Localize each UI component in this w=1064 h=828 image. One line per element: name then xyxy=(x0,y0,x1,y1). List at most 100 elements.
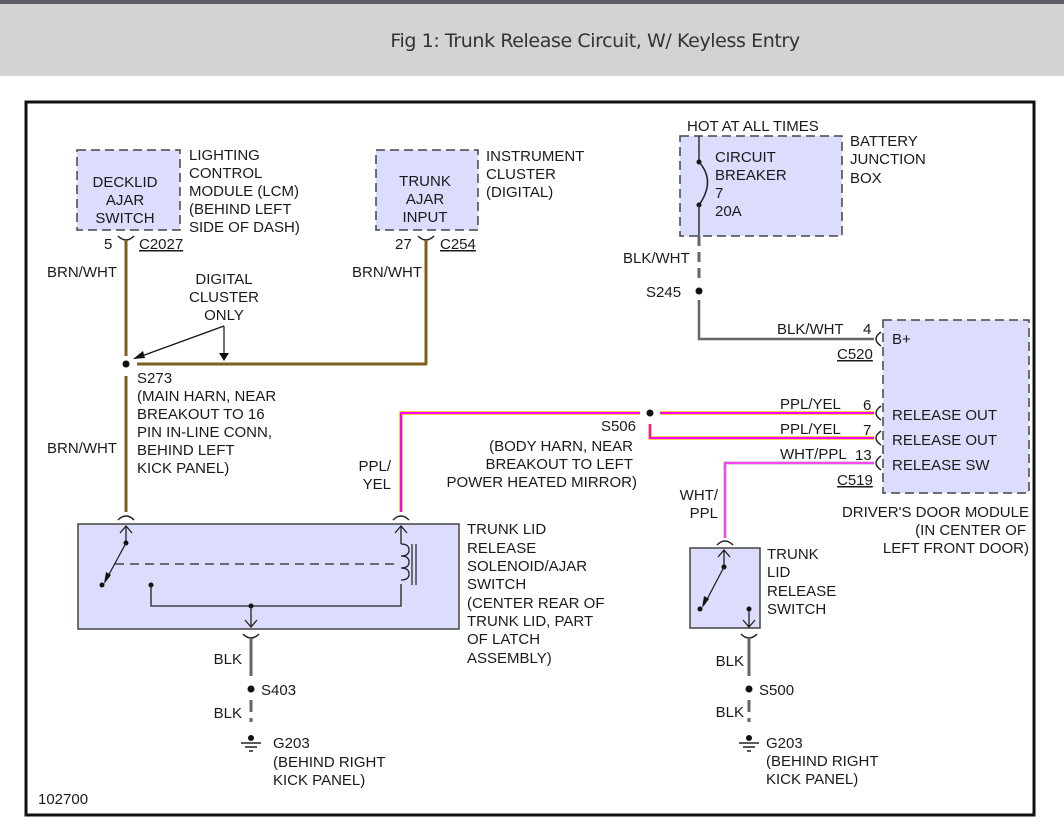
solenoid-desc-4: SWITCH xyxy=(467,576,526,593)
splice-s506-desc-2: BREAKOUT TO LEFT xyxy=(485,456,633,473)
splice-s506-desc-3: POWER HEATED MIRROR) xyxy=(446,474,637,491)
lcm-component: DECKLID AJAR SWITCH LIGHTING CONTROL MOD… xyxy=(76,147,300,253)
wire-label-blk-2: BLK xyxy=(214,705,242,722)
figure-header: Fig 1: Trunk Release Circuit, W/ Keyless… xyxy=(0,4,1064,76)
coil-arrow xyxy=(394,525,408,534)
splice-s403-label: S403 xyxy=(261,682,296,699)
figure-title: Fig 1: Trunk Release Circuit, W/ Keyless… xyxy=(390,30,800,52)
release-switch-component: TRUNK LID RELEASE SWITCH xyxy=(689,540,836,639)
ddm-desc-3: LEFT FRONT DOOR) xyxy=(883,540,1029,557)
connector-c2027-label: C2027 xyxy=(139,236,183,253)
bjb-desc-2: JUNCTION xyxy=(850,151,926,168)
cluster-pin-number: 27 xyxy=(395,236,412,253)
wire-blk-wht-to-ddm xyxy=(697,300,874,341)
ajar-switch-arrow xyxy=(119,525,133,534)
connector-c519-pin6 xyxy=(875,405,882,421)
lcm-box xyxy=(76,149,181,231)
lcm-label-1: DECKLID xyxy=(92,174,157,191)
wire-label-blk-wht-1: BLK/WHT xyxy=(623,250,690,267)
wire-label-wht-ppl-1: WHT/PPL xyxy=(780,446,847,463)
release-switch-out-arrow xyxy=(742,619,756,628)
connector-c519-pin13 xyxy=(875,455,882,471)
ground-g203-right-desc-1: (BEHIND RIGHT xyxy=(766,753,879,770)
diagram-frame xyxy=(24,100,1036,817)
solenoid-connector-right xyxy=(392,515,410,521)
splice-s500-label: S500 xyxy=(759,682,794,699)
ground-g203-left-desc-2: KICK PANEL) xyxy=(273,772,365,789)
ddm-pin-4-label: B+ xyxy=(892,331,911,348)
connector-c254-label: C254 xyxy=(440,236,476,253)
wire-label-wht-ppl-2b: PPL xyxy=(690,505,718,522)
bjb-label-3: 7 xyxy=(715,185,723,202)
release-switch-desc-3: RELEASE xyxy=(767,583,836,600)
splice-s273-label: S273 xyxy=(137,370,172,387)
solenoid-desc-2: RELEASE xyxy=(467,540,536,557)
release-switch-arrow xyxy=(717,549,731,558)
note-arrow-1 xyxy=(138,325,225,358)
note-digital-3: ONLY xyxy=(204,307,244,324)
wire-label-blk-1: BLK xyxy=(214,651,242,668)
splice-s245-label: S245 xyxy=(646,284,681,301)
wire-label-wht-ppl-2a: WHT/ xyxy=(680,487,719,504)
circuit-breaker-icon xyxy=(698,161,709,206)
solenoid-ground-arrow xyxy=(244,619,258,628)
ddm-pin-4-number: 4 xyxy=(863,321,871,338)
cluster-component: TRUNK AJAR INPUT INSTRUMENT CLUSTER (DIG… xyxy=(375,148,584,253)
solenoid-desc-1: TRUNK LID xyxy=(467,521,546,538)
release-switch-connector-top xyxy=(716,540,734,546)
solenoid-desc-8: ASSEMBLY) xyxy=(467,650,552,667)
connector-c520-pin4 xyxy=(875,331,882,347)
splice-s506-label: S506 xyxy=(601,418,636,435)
blk-wht-circuit: BLK/WHT S245 BLK/WHT xyxy=(623,236,874,341)
left-ground-path: BLK S403 BLK G203 (BEHIND RIGHT KICK PAN… xyxy=(214,638,386,789)
cluster-label-2: AJAR xyxy=(406,191,445,208)
wire-label-blk-4: BLK xyxy=(716,704,744,721)
cluster-box xyxy=(375,149,479,231)
ground-g203-left-desc-1: (BEHIND RIGHT xyxy=(273,754,386,771)
lcm-desc-4: (BEHIND LEFT xyxy=(189,201,292,218)
brn-wht-circuit: BRN/WHT BRN/WHT BRN/WHT DIGITAL CLUSTER … xyxy=(47,240,428,512)
wire-label-brn-wht-2: BRN/WHT xyxy=(352,264,422,281)
ground-g203-right-label: G203 xyxy=(766,735,803,752)
bjb-label-2: BREAKER xyxy=(715,167,787,184)
wht-ppl-circuit: WHT/PPL WHT/ PPL xyxy=(680,446,874,538)
connector-c519-label: C519 xyxy=(837,472,873,489)
ajar-switch-blade xyxy=(105,542,127,581)
solenoid-coil-icon xyxy=(400,543,410,581)
splice-s273-desc-3: PIN IN-LINE CONN, xyxy=(137,424,272,441)
ddm-pin-7-label: RELEASE OUT xyxy=(892,432,997,449)
wire-label-ppl-yel-3b: YEL xyxy=(363,476,391,493)
ground-g203-left-label: G203 xyxy=(273,735,310,752)
bjb-component: HOT AT ALL TIMES CIRCUIT BREAKER 7 20A B… xyxy=(679,118,926,237)
bjb-label-4: 20A xyxy=(715,203,742,220)
bjb-desc-3: BOX xyxy=(850,170,882,187)
release-switch-desc-4: SWITCH xyxy=(767,601,826,618)
bjb-desc-1: BATTERY xyxy=(850,133,918,150)
release-switch-desc-2: LID xyxy=(767,564,791,581)
splice-s273-desc-2: BREAKOUT TO 16 xyxy=(137,406,265,423)
lcm-label-2: AJAR xyxy=(106,192,145,209)
ajar-switch-blade-tip xyxy=(104,572,111,584)
ddm-pin-6-label: RELEASE OUT xyxy=(892,407,997,424)
ajar-switch-contact xyxy=(99,582,105,588)
hot-at-all-times-label: HOT AT ALL TIMES xyxy=(687,118,819,135)
cluster-label-3: INPUT xyxy=(403,209,448,226)
solenoid-component: TRUNK LID RELEASE SOLENOID/AJAR SWITCH (… xyxy=(77,515,605,667)
splice-s500-dot xyxy=(745,685,753,693)
wire-ppl-yel-1 xyxy=(400,412,640,512)
ddm-desc-1: DRIVER'S DOOR MODULE xyxy=(842,504,1029,521)
connector-c520-label: C520 xyxy=(837,346,873,363)
solenoid-internal-wire xyxy=(150,584,402,607)
lcm-desc-5: SIDE OF DASH) xyxy=(189,219,300,236)
ddm-pin-13-label: RELEASE SW xyxy=(892,457,990,474)
connector-c254-symbol xyxy=(417,235,435,241)
ground-g203-left-dot xyxy=(248,735,254,741)
splice-s245-dot xyxy=(695,287,703,295)
splice-s506-dot xyxy=(646,409,654,417)
splice-s403-dot xyxy=(247,685,255,693)
bjb-label-1: CIRCUIT xyxy=(715,149,776,166)
window-top-bar xyxy=(0,0,1064,4)
release-switch-blade-tip xyxy=(702,596,709,608)
solenoid-box xyxy=(77,523,460,630)
